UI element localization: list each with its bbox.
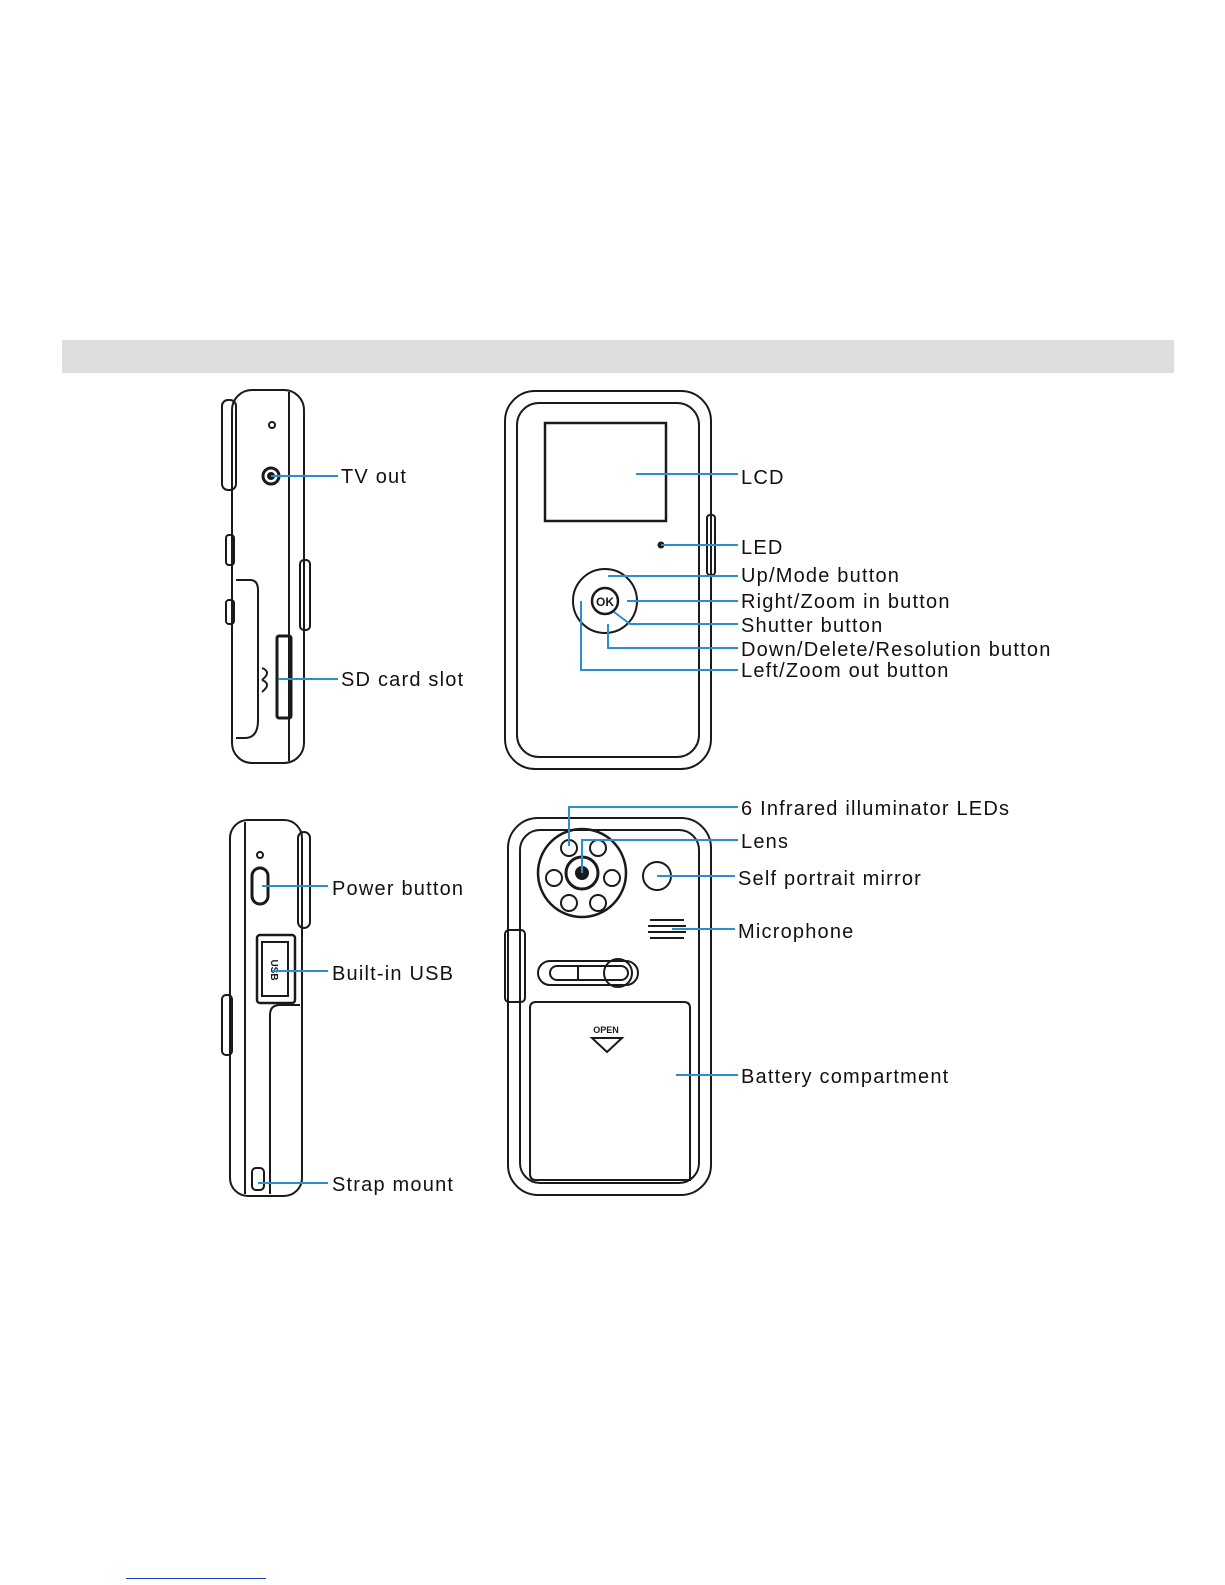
footer-rule (126, 1578, 266, 1579)
back-view: OPEN (505, 818, 711, 1195)
label-power-button: Power button (332, 878, 464, 900)
label-lens: Lens (741, 831, 789, 853)
infrared-led (604, 870, 620, 886)
label-led: LED (741, 537, 784, 559)
label-left-zoom-out: Left/Zoom out button (741, 660, 950, 682)
infrared-led (546, 870, 562, 886)
leader-down-delete (608, 624, 738, 648)
open-mark: OPEN (593, 1025, 619, 1035)
label-up-mode: Up/Mode button (741, 565, 900, 587)
label-battery-compartment: Battery compartment (741, 1066, 949, 1088)
label-tv-out: TV out (341, 466, 407, 488)
side-body-outline-bottom (230, 820, 302, 1196)
side-body-outline (232, 390, 304, 763)
infrared-led (590, 895, 606, 911)
label-strap-mount: Strap mount (332, 1174, 454, 1196)
label-lcd: LCD (741, 467, 785, 489)
label-sd-card-slot: SD card slot (341, 669, 464, 691)
label-shutter: Shutter button (741, 615, 883, 637)
side-view-top (222, 390, 310, 763)
label-microphone: Microphone (738, 921, 855, 943)
side-view-bottom: USB (222, 820, 310, 1196)
strap-mount-icon (252, 1168, 264, 1190)
mode-slider (538, 961, 638, 985)
front-body-outline (505, 391, 711, 769)
infrared-led (590, 840, 606, 856)
ok-key-label: OK (596, 595, 614, 609)
label-ir-leds: 6 Infrared illuminator LEDs (741, 798, 1010, 820)
lcd-screen (545, 423, 666, 521)
infrared-led (561, 895, 577, 911)
label-right-zoom-in: Right/Zoom in button (741, 591, 951, 613)
front-view: OK (505, 391, 715, 769)
label-built-in-usb: Built-in USB (332, 963, 454, 985)
open-arrow-icon (592, 1038, 622, 1052)
label-down-delete-resolution: Down/Delete/Resolution button (741, 639, 1052, 661)
leader-lines (258, 474, 738, 1183)
label-self-portrait-mirror: Self portrait mirror (738, 868, 922, 890)
leader-left-zoom (581, 601, 738, 670)
